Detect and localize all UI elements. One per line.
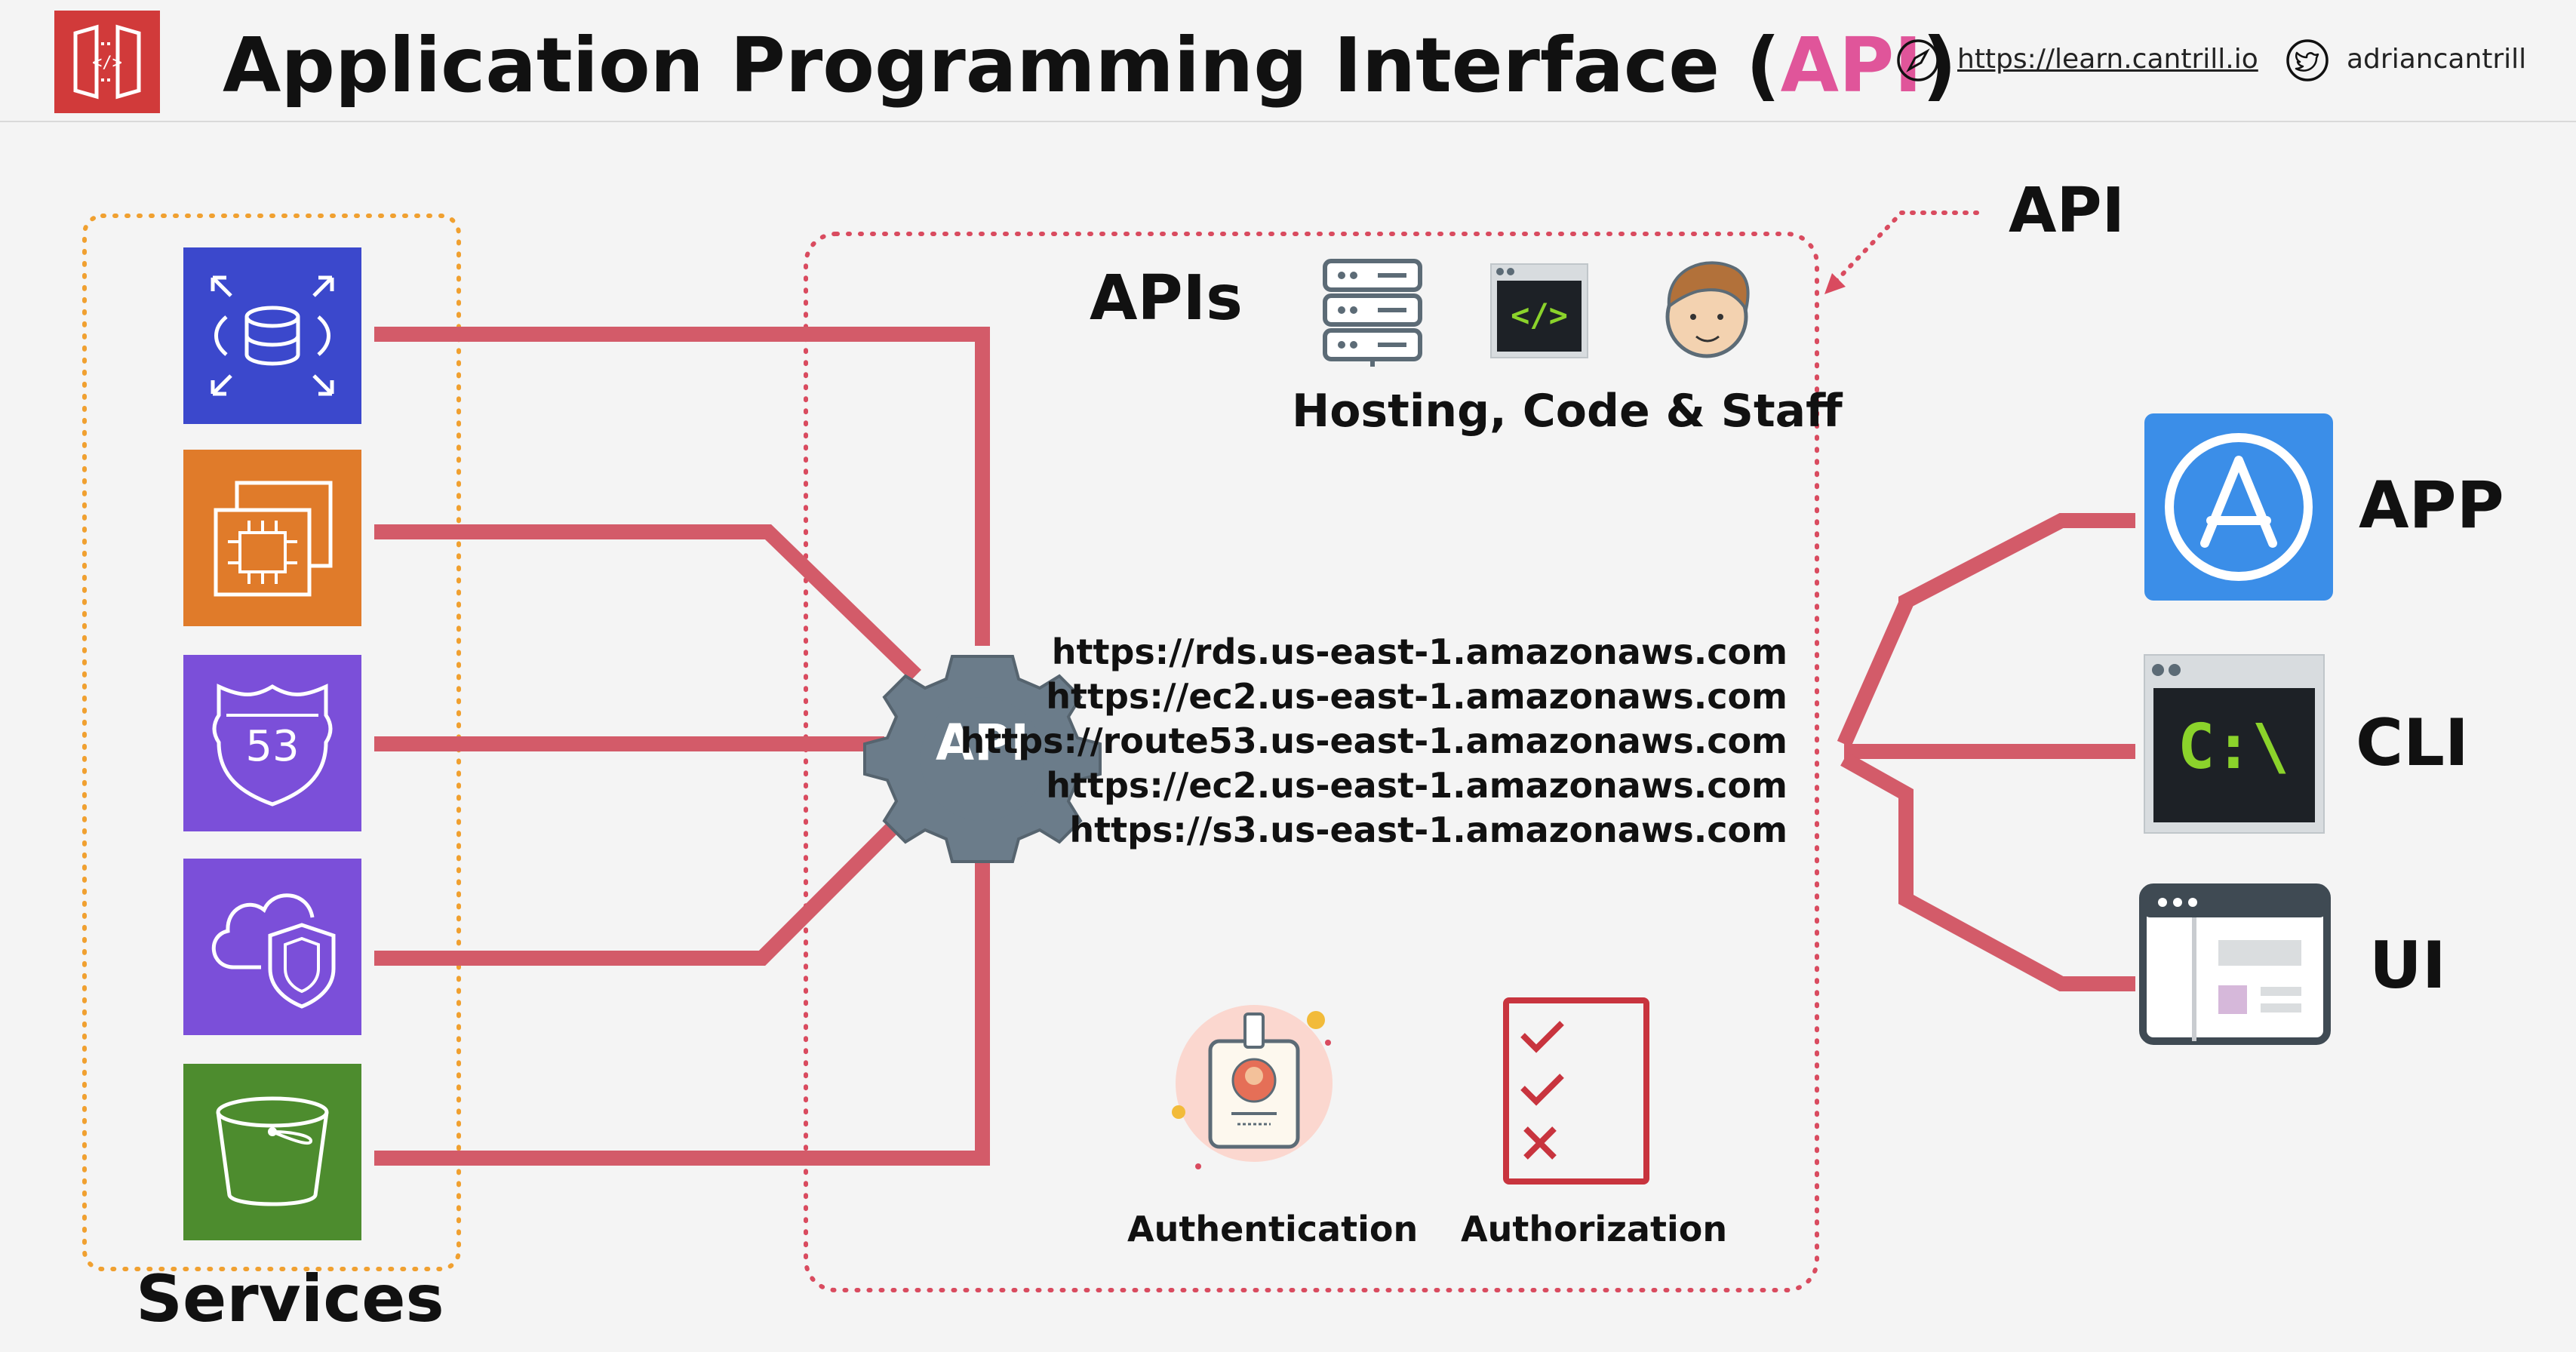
terminal-icon: C:\ xyxy=(2144,654,2325,834)
gear-label: API xyxy=(935,714,1029,772)
client-label-cli: CLI xyxy=(2356,705,2469,781)
api-callout-label: API xyxy=(2009,175,2126,247)
svg-text:53: 53 xyxy=(245,722,299,771)
endpoint-url: https://route53.us-east-1.amazonaws.com xyxy=(960,721,1788,761)
svg-text:</>: </> xyxy=(92,54,122,72)
compass-icon xyxy=(1897,39,1939,81)
svg-text:</>: </> xyxy=(1511,297,1568,333)
ec2-icon xyxy=(183,450,361,626)
server-icon xyxy=(1323,259,1422,367)
endpoint-url: https://ec2.us-east-1.amazonaws.com xyxy=(1046,676,1788,717)
services-container xyxy=(82,214,461,1271)
staff-face-icon xyxy=(1665,261,1750,358)
endpoint-url: https://ec2.us-east-1.amazonaws.com xyxy=(1046,765,1788,806)
services-label: Services xyxy=(136,1261,444,1337)
api-container xyxy=(804,232,1819,1292)
header-divider xyxy=(0,121,2576,122)
apis-label: APIs xyxy=(1090,263,1243,334)
endpoint-url: https://rds.us-east-1.amazonaws.com xyxy=(1051,631,1788,672)
api-callout-arrow xyxy=(1830,210,1979,287)
client-connectors xyxy=(1837,513,2135,991)
service-connectors xyxy=(374,327,990,1166)
api-gateway-icon: </> xyxy=(54,11,160,113)
svg-text:C:\: C:\ xyxy=(2178,711,2289,783)
client-label-app: APP xyxy=(2359,468,2504,543)
client-label-ui: UI xyxy=(2369,928,2446,1003)
authentication-icon xyxy=(1172,1005,1333,1169)
endpoint-list: https://rds.us-east-1.amazonaws.com http… xyxy=(961,630,1788,853)
authorization-label: Authorization xyxy=(1461,1209,1728,1249)
twitter-icon xyxy=(2286,39,2329,81)
twitter-handle[interactable]: adriancantrill xyxy=(2347,44,2527,75)
page-title: Application Programming Interface (API) xyxy=(223,21,1957,109)
hosting-label: Hosting, Code & Staff xyxy=(1292,385,1843,438)
website-link[interactable]: https://learn.cantrill.io xyxy=(1957,44,2258,75)
api-gear xyxy=(863,655,1102,863)
s3-bucket-icon xyxy=(183,1064,361,1240)
route53-icon: 53 xyxy=(183,655,361,831)
code-window-icon: </> xyxy=(1490,263,1588,358)
rds-icon xyxy=(183,247,361,424)
cloud-shield-icon xyxy=(183,859,361,1035)
authentication-label: Authentication xyxy=(1127,1209,1419,1249)
app-store-icon xyxy=(2144,413,2333,601)
authorization-icon xyxy=(1503,997,1649,1185)
endpoint-url: https://s3.us-east-1.amazonaws.com xyxy=(1069,810,1788,850)
browser-window-icon xyxy=(2139,883,2331,1045)
